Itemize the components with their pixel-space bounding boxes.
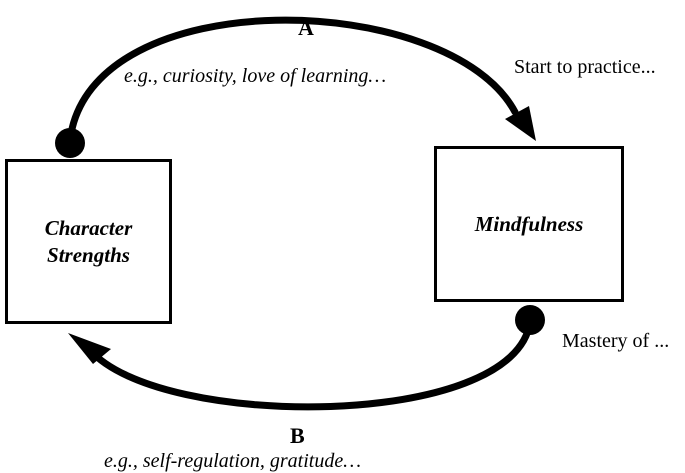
path-a-label: A bbox=[298, 15, 314, 40]
arc-a-arrowhead bbox=[505, 106, 536, 141]
arc-b-start-dot bbox=[515, 305, 545, 335]
mindfulness-label: Mindfulness bbox=[474, 211, 584, 236]
character-strengths-box: Character Strengths bbox=[5, 159, 172, 324]
path-a-note: Start to practice... bbox=[514, 56, 656, 78]
character-strengths-line2: Strengths bbox=[47, 242, 130, 267]
path-b-note: Mastery of ... bbox=[562, 330, 670, 352]
path-b-example: e.g., self-regulation, gratitude… bbox=[104, 450, 362, 472]
arc-a bbox=[66, 16, 519, 144]
mindfulness-box: Mindfulness bbox=[434, 146, 624, 302]
arc-b-arrowhead bbox=[68, 333, 111, 364]
path-a-example: e.g., curiosity, love of learning… bbox=[124, 65, 387, 87]
character-strengths-line1: Character bbox=[44, 215, 133, 240]
path-b-label: B bbox=[290, 423, 305, 448]
arc-a-start-dot bbox=[55, 128, 85, 158]
arc-b bbox=[86, 318, 534, 411]
